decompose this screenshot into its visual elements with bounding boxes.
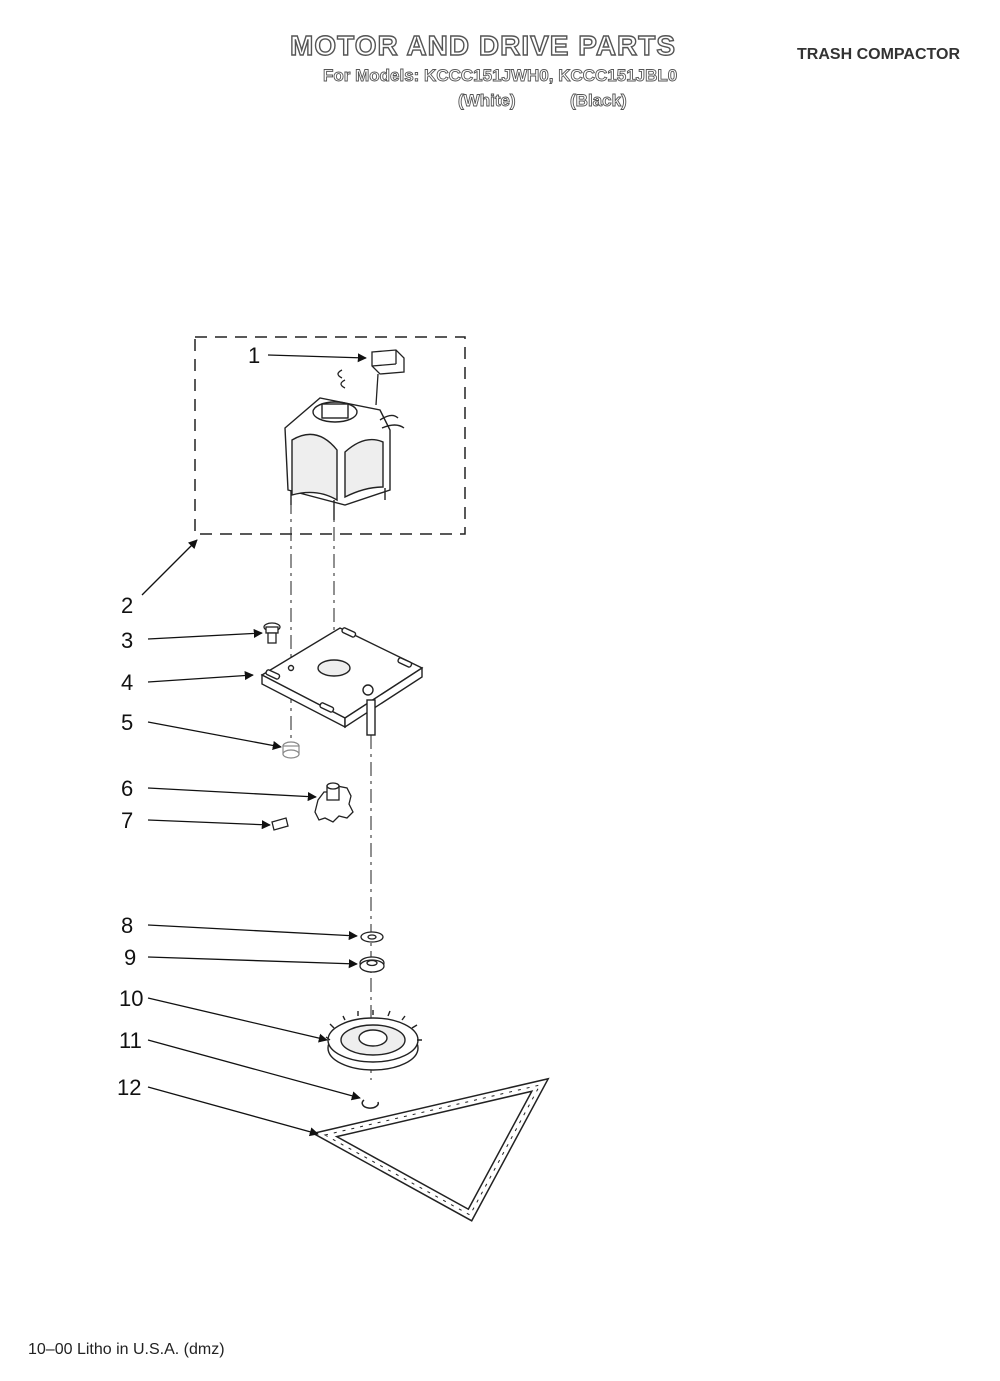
callout-10: 10	[119, 986, 143, 1011]
motor-assembly-box	[194, 336, 466, 535]
callout-7: 7	[121, 808, 133, 833]
screw-part	[263, 622, 281, 644]
set-screw-part	[271, 817, 289, 831]
callout-12: 12	[117, 1075, 141, 1100]
callout-5: 5	[121, 710, 133, 735]
variant-white: (White)	[458, 91, 516, 111]
motor-part	[284, 397, 405, 520]
callout-3: 3	[121, 628, 133, 653]
washer-part	[360, 931, 384, 943]
motor-bracket-part	[260, 627, 424, 736]
model-numbers: For Models: KCCC151JWH0, KCCC151JBL0	[323, 66, 678, 86]
callout-2: 2	[121, 593, 133, 618]
sprocket-part	[325, 1010, 422, 1071]
appliance-category: TRASH COMPACTOR	[797, 46, 960, 63]
print-footer: 10–00 Litho in U.S.A. (dmz)	[28, 1341, 225, 1358]
callout-6: 6	[121, 776, 133, 801]
callout-1: 1	[248, 343, 260, 368]
page-title: MOTOR AND DRIVE PARTS	[289, 29, 677, 61]
motor-connector-part	[337, 349, 405, 406]
bearing-washer-part	[359, 956, 385, 973]
callout-9: 9	[124, 945, 136, 970]
spacer-part	[282, 741, 300, 759]
callout-4: 4	[121, 670, 133, 695]
callout-leaders	[141, 353, 367, 1137]
drive-chain-part	[311, 1077, 550, 1222]
callout-11: 11	[119, 1028, 142, 1053]
callout-8: 8	[121, 913, 133, 938]
pinion-gear-part	[314, 782, 354, 823]
retaining-ring-part	[361, 1099, 379, 1109]
variant-black: (Black)	[570, 91, 628, 111]
